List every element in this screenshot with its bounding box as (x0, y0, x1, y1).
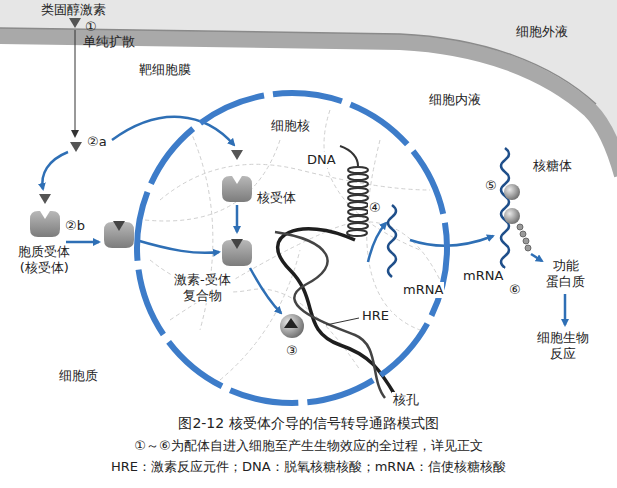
process-label: 单纯扩散 (82, 34, 136, 50)
part-label: 细胞生物 反应 (535, 330, 590, 361)
part-label: 靶细胞膜 (138, 62, 192, 78)
caption-line: HRE：激素反应元件；DNA：脱氧核糖核酸；mRNA：信使核糖核酸 (0, 456, 617, 475)
nucleus-outline (134, 90, 450, 406)
part-label: 核受体 (256, 190, 297, 206)
region-label: 细胞外液 (515, 24, 569, 40)
callout-number: ③ (285, 343, 299, 359)
nucleus-circle: 细胞核 (134, 90, 450, 406)
caption-note: ①～⑥为配体自进入细胞至产生生物效应的全过程，详见正文 (134, 438, 482, 453)
part-label: 功能 蛋白质 (545, 258, 587, 289)
part-label: mRNA (462, 268, 504, 284)
part-label: mRNA (402, 282, 444, 298)
callout-number: ⑥ (508, 282, 522, 298)
callout-number: ②b (64, 218, 86, 234)
region-label: 细胞质 (58, 368, 99, 384)
caption-line: 图2-12 核受体介导的信号转导通路模式图 (0, 413, 617, 432)
part-label: 核孔 (392, 392, 420, 408)
region-label: 细胞内液 (428, 92, 482, 108)
part-label: 激素-受体 复合物 (172, 272, 233, 303)
hormone-label: 类固醇激素 (40, 2, 107, 18)
node-label: 细胞核 (270, 118, 311, 134)
part-label: 胞质受体 (核受体) (16, 244, 73, 275)
part-label: DNA (306, 152, 337, 168)
figure-caption: 图2-12 核受体介导的信号转导通路模式图 (178, 415, 438, 431)
callout-number: ④ (368, 200, 382, 216)
callout-number: ⑤ (484, 178, 498, 194)
caption-note: HRE：激素反应元件；DNA：脱氧核糖核酸；mRNA：信使核糖核酸 (111, 459, 506, 474)
caption-line: ①～⑥为配体自进入细胞至产生生物效应的全过程，详见正文 (0, 435, 617, 454)
part-label: 核糖体 (532, 158, 573, 174)
part-label: HRE (361, 308, 390, 324)
callout-number: ① (84, 19, 98, 35)
callout-number: ②a (86, 134, 108, 150)
